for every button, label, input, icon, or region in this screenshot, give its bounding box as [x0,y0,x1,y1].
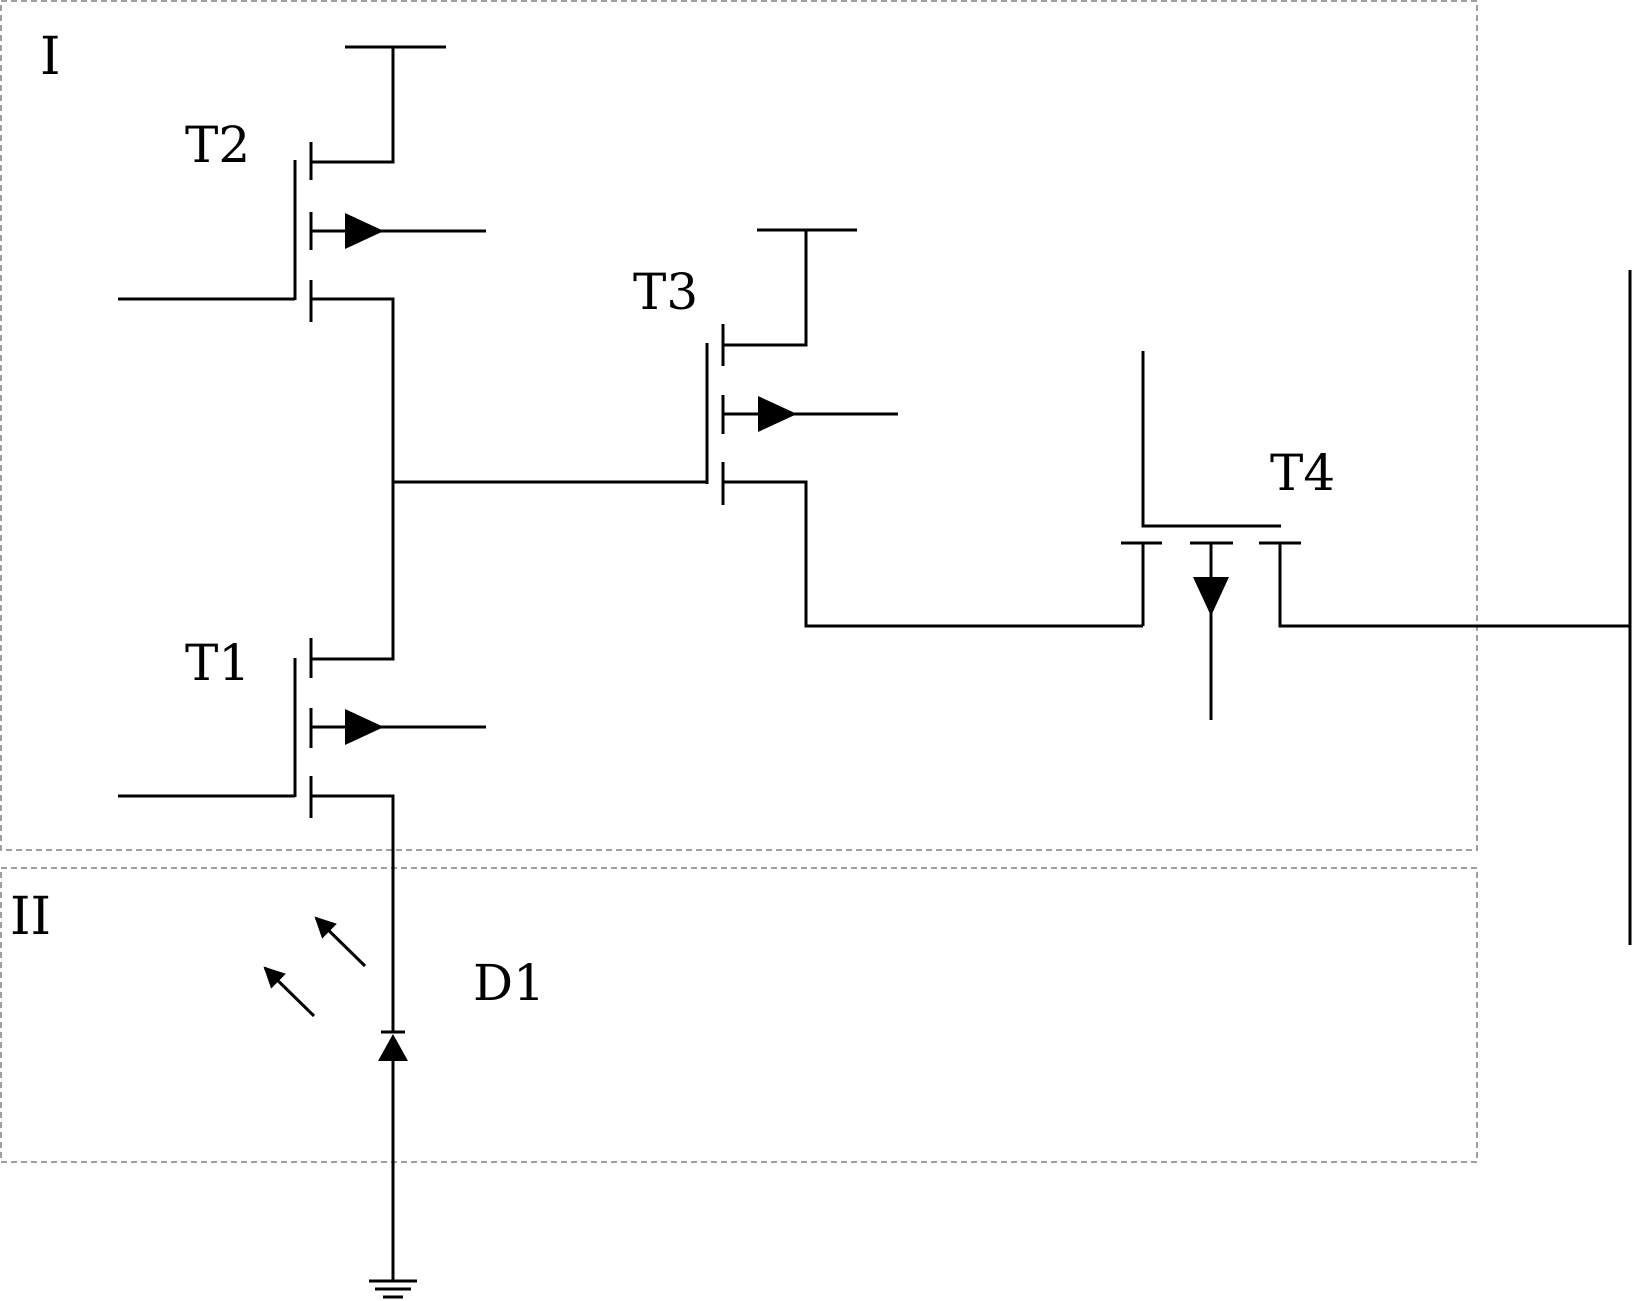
transistor-t1 [118,638,486,1032]
transistor-t4 [1121,351,1630,720]
t4-label: T4 [1270,444,1335,502]
t2-label: T2 [185,116,250,174]
region-2-box [1,868,1477,1162]
light-arrow-icon [265,968,314,1016]
d1-label: D1 [473,954,545,1012]
region-1-label: I [40,27,61,87]
ground-icon [369,1281,417,1297]
region-2-label: II [10,887,51,947]
photodiode-d1 [378,1032,408,1280]
t3-label: T3 [633,263,698,321]
transistor-t3 [707,230,1143,626]
transistor-t2 [118,47,486,659]
light-arrow-icon [316,918,365,966]
t1-label: T1 [185,634,250,692]
